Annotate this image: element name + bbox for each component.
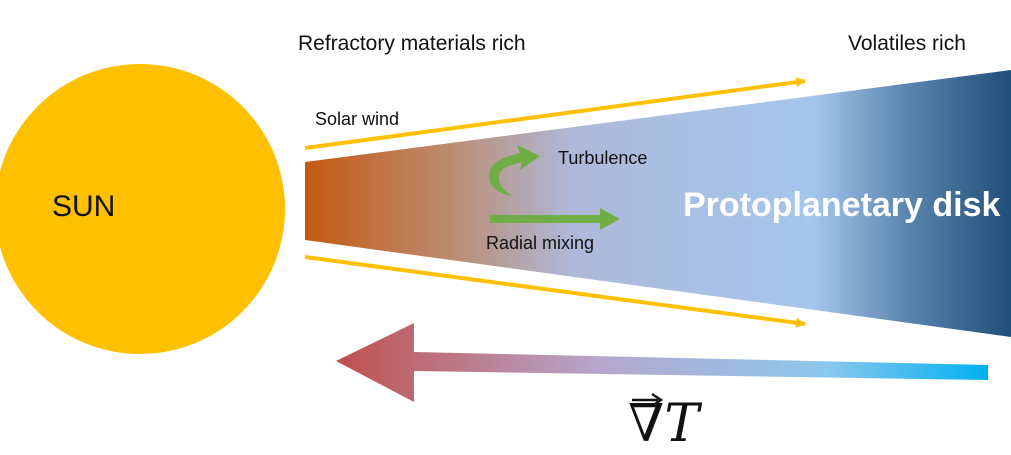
protoplanetary-disk-shape (305, 70, 1011, 337)
turbulence-arrow (488, 145, 540, 196)
radial-mixing-arrow (490, 208, 620, 230)
solar-wind-arrow-upper (304, 77, 806, 150)
turbulence-label: Turbulence (558, 148, 648, 168)
temperature-gradient-label: ∇T (628, 394, 699, 454)
disk-label: Protoplanetary disk (683, 186, 1001, 224)
vector-over-arrowhead (651, 392, 664, 408)
radial-mixing-label: Radial mixing (486, 233, 595, 253)
sun-label: SUN (52, 190, 116, 223)
volatiles-label: Volatiles rich (848, 32, 966, 55)
solar-wind-arrow-lower (304, 255, 806, 328)
temperature-symbol: T (664, 394, 699, 454)
refractory-label: Refractory materials rich (298, 32, 526, 55)
sun-circle (0, 64, 285, 354)
temperature-gradient-arrow (336, 323, 988, 402)
solar-wind-label: Solar wind (315, 109, 400, 129)
nabla-symbol: ∇ (628, 394, 665, 454)
